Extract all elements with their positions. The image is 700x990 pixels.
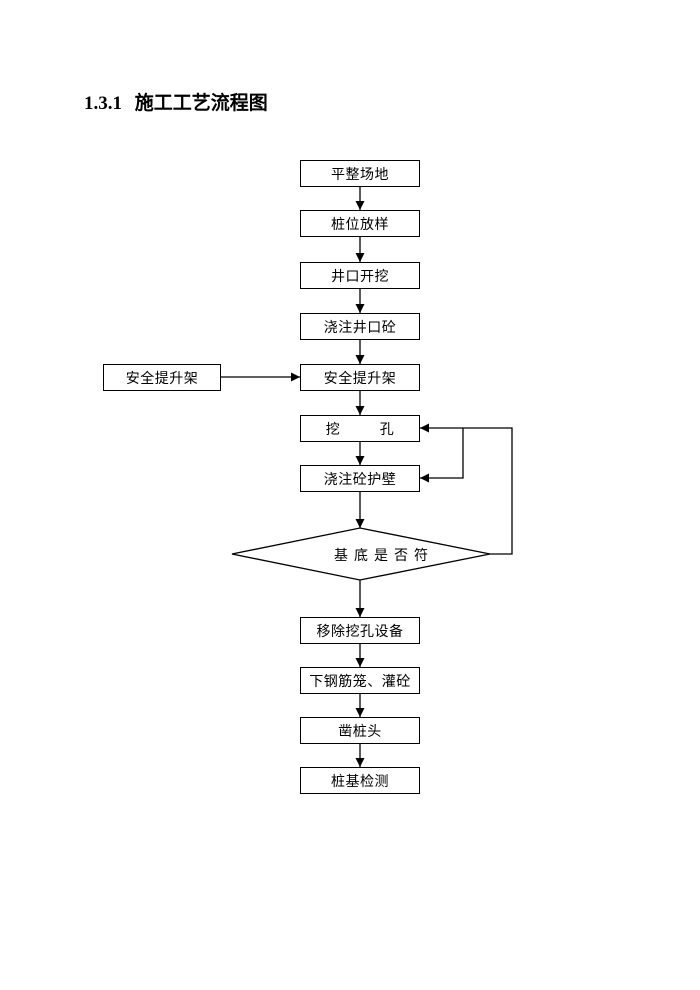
step-remove-equipment: 移除挖孔设备 [300,617,420,644]
side-input-safety-hoist-frame: 安全提升架 [103,364,221,391]
step-level-site: 平整场地 [300,160,420,187]
feedback-line-branch [440,428,464,479]
section-number: 1.3.1 [84,93,122,114]
step-pour-wellhead-concrete: 浇注井口砼 [300,313,420,340]
step-pile-layout: 桩位放样 [300,210,420,237]
step-rebar-cage-concrete: 下钢筋笼、灌砼 [300,667,420,694]
step-pour-retaining-wall: 浇注砼护壁 [300,465,420,492]
decision-label: 基底是否符 [334,548,434,564]
section-title: 施工工艺流程图 [134,93,268,114]
step-pile-inspection: 桩基检测 [300,767,420,794]
step-dig-hole: 挖 孔 [300,415,420,442]
step-wellhead-excavation: 井口开挖 [300,262,420,289]
step-chisel-pile-head: 凿桩头 [300,717,420,744]
feedback-line-main [463,427,513,555]
section-heading: 1.3.1 施工工艺流程图 [84,88,268,115]
step-safety-hoist-frame: 安全提升架 [300,364,420,391]
